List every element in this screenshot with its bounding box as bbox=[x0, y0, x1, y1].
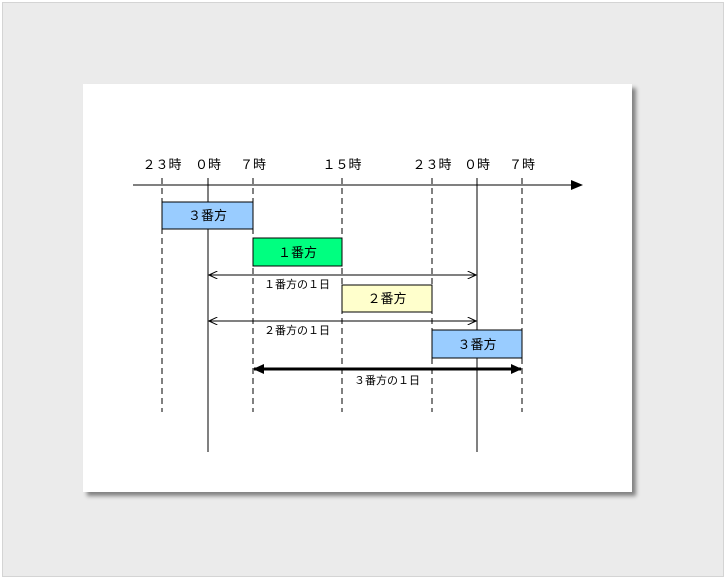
shift-box-2 bbox=[341, 284, 433, 313]
shift-label: ３番方 bbox=[457, 337, 496, 353]
shift-box-3-second bbox=[431, 329, 523, 359]
shift-label: ２番方 bbox=[367, 291, 406, 307]
shift-box-3-first bbox=[161, 201, 254, 230]
shift-box-1 bbox=[252, 237, 343, 267]
tick-label: ０時 bbox=[195, 158, 221, 173]
tick-label: ０時 bbox=[464, 158, 490, 173]
span-label: ２番方の１日 bbox=[264, 323, 330, 337]
tick-label: ７時 bbox=[509, 158, 535, 173]
span-label: １番方の１日 bbox=[264, 277, 330, 291]
tick-label: １５時 bbox=[322, 158, 361, 173]
tick-label: ２３時 bbox=[142, 158, 181, 173]
span-label: ３番方の１日 bbox=[354, 373, 420, 387]
tick-label: ７時 bbox=[240, 158, 266, 173]
tick-label: ２３時 bbox=[412, 158, 451, 173]
shift-label: １番方 bbox=[278, 245, 317, 261]
shift-label: ３番方 bbox=[188, 208, 227, 224]
